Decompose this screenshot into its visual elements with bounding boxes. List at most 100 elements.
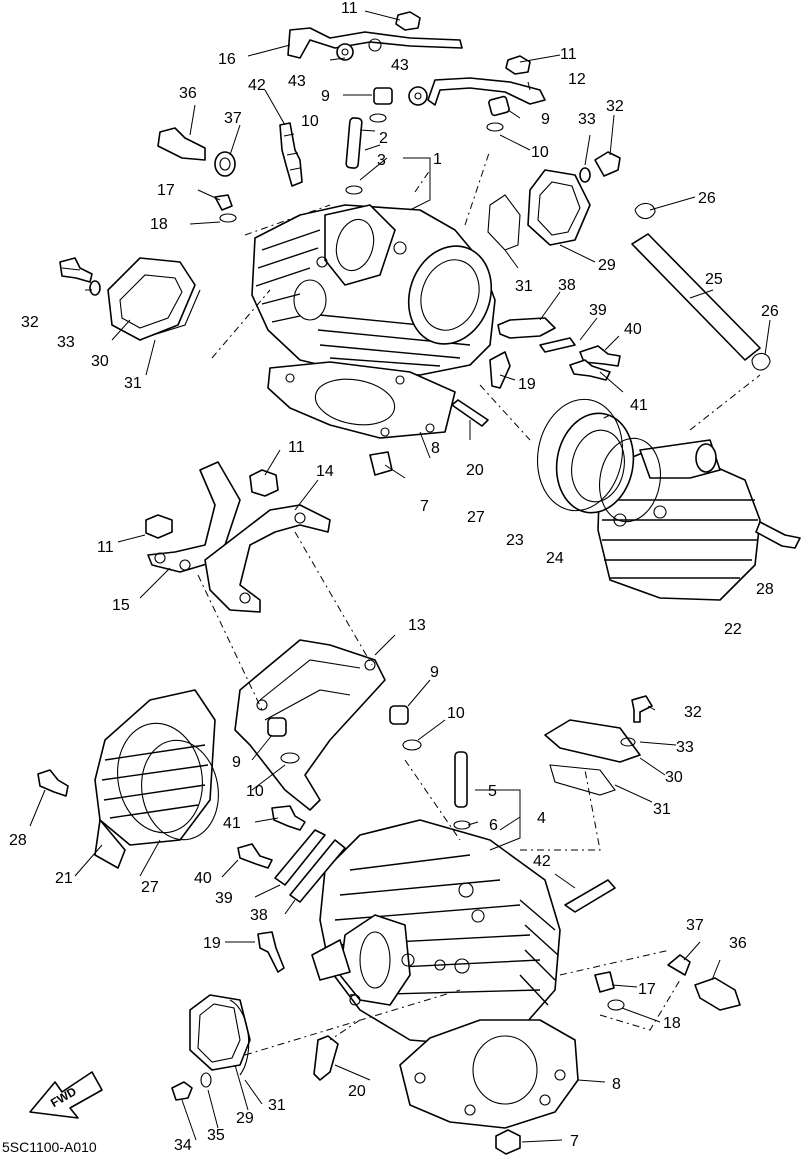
- callout-label: 27: [141, 879, 159, 896]
- union-bolt-upper: [157, 127, 236, 177]
- leader-lines: [29, 10, 771, 1143]
- callout-label: 37: [686, 917, 704, 934]
- callout-label: 20: [348, 1083, 366, 1100]
- callout-label: 17: [157, 182, 175, 199]
- callout-label: 40: [624, 321, 642, 338]
- callout-label: 6: [489, 817, 498, 834]
- callout-label: 23: [506, 532, 524, 549]
- bolt-28-right: [755, 521, 801, 549]
- callout-label: 28: [9, 832, 27, 849]
- callout-label: 19: [518, 376, 536, 393]
- callout-label: 31: [515, 278, 533, 295]
- callout-label: 26: [761, 303, 779, 320]
- callout-label: 32: [684, 704, 702, 721]
- callout-label: 16: [218, 51, 236, 68]
- callout-label: 15: [112, 597, 130, 614]
- tappet-cover-upper-right: [487, 169, 591, 251]
- callout-label: 11: [288, 439, 305, 456]
- callout-label: 5: [488, 783, 497, 800]
- callout-label: 30: [91, 353, 109, 370]
- callout-label: 40: [194, 870, 212, 887]
- callout-label: 7: [420, 498, 429, 515]
- valve-guide-upper: [345, 117, 363, 195]
- callout-label: 19: [203, 935, 221, 952]
- callout-label: 27: [467, 509, 485, 526]
- callout-label: 42: [533, 853, 551, 870]
- callout-label: 36: [179, 85, 197, 102]
- head-gasket-upper: [267, 361, 456, 439]
- small-parts-lower: [171, 695, 741, 1155]
- callout-label: 35: [207, 1127, 225, 1144]
- fwd-arrow-icon: FWD: [29, 1071, 103, 1119]
- callout-label: 10: [301, 113, 319, 130]
- callout-label: 20: [466, 462, 484, 479]
- breather-hose: [631, 202, 771, 371]
- callout-label: 22: [724, 621, 742, 638]
- callout-label: 18: [663, 1015, 681, 1032]
- callout-label: 11: [97, 539, 114, 556]
- collars-upper: [369, 87, 510, 132]
- callout-label: 41: [630, 397, 648, 414]
- callout-label: 10: [447, 705, 465, 722]
- callout-label: 14: [316, 463, 334, 480]
- callout-label: 37: [224, 110, 242, 127]
- callout-label: 30: [665, 769, 683, 786]
- callout-label: 42: [248, 77, 266, 94]
- callout-label: 31: [268, 1097, 286, 1114]
- small-bolts-upper: [59, 151, 621, 296]
- callout-label: 33: [676, 739, 694, 756]
- callout-label: 24: [546, 550, 564, 567]
- rear-cylinder-head: [251, 204, 496, 376]
- callout-label: 11: [341, 0, 358, 17]
- callout-label: 29: [598, 257, 616, 274]
- callout-label: 9: [232, 754, 241, 771]
- callout-label: 43: [391, 57, 409, 74]
- callout-label: 41: [223, 815, 241, 832]
- callout-label: 38: [558, 277, 576, 294]
- callout-label: 12: [568, 71, 586, 88]
- bracket-13: [234, 639, 386, 811]
- spark-plug-upper: [279, 122, 303, 187]
- callout-label: 39: [589, 302, 607, 319]
- engine-brackets: [147, 461, 331, 613]
- callout-label: 13: [408, 617, 426, 634]
- callout-labels: 11 16 43 43 11 12 9 9 36 42 37 10 2 1 3 …: [9, 0, 779, 1154]
- callout-label: 31: [653, 801, 671, 818]
- upper-brackets: [287, 27, 546, 106]
- callout-label: 2: [379, 130, 388, 147]
- callout-label: 33: [57, 334, 75, 351]
- callout-label: 43: [288, 73, 306, 90]
- callout-label: 8: [431, 440, 440, 457]
- pipe-bracket-upper: [489, 317, 621, 389]
- drawing-code: 5SC1100-A010: [2, 1139, 97, 1155]
- callout-label: 25: [705, 271, 723, 288]
- callout-label: 7: [570, 1133, 579, 1150]
- collars-middle: [267, 705, 422, 764]
- callout-label: 26: [698, 190, 716, 207]
- callout-label: 4: [537, 810, 546, 827]
- cylinder-rear: [597, 439, 761, 601]
- callout-label: 3: [377, 152, 386, 169]
- callout-label: 34: [174, 1137, 192, 1154]
- callout-label: 18: [150, 216, 168, 233]
- callout-label: 33: [578, 111, 596, 128]
- tappet-cover-lower-right: [544, 719, 641, 796]
- callout-label: 9: [321, 88, 330, 105]
- callout-label: 17: [638, 981, 656, 998]
- callout-label: 11: [560, 46, 577, 63]
- cylinder-front: [94, 689, 219, 869]
- stud-dowel-upper: [369, 399, 489, 476]
- callout-label: 9: [541, 111, 550, 128]
- callout-label: 8: [612, 1076, 621, 1093]
- callout-label: 29: [236, 1110, 254, 1127]
- callout-label: 28: [756, 581, 774, 598]
- nuts: [145, 11, 531, 539]
- callout-label: 10: [531, 144, 549, 161]
- tappet-cover-upper-left: [107, 257, 201, 341]
- bolt-28-left: [37, 769, 69, 797]
- callout-label: 10: [246, 783, 264, 800]
- callout-label: 9: [430, 664, 439, 681]
- callout-label: 21: [55, 870, 73, 887]
- callout-label: 1: [433, 151, 442, 168]
